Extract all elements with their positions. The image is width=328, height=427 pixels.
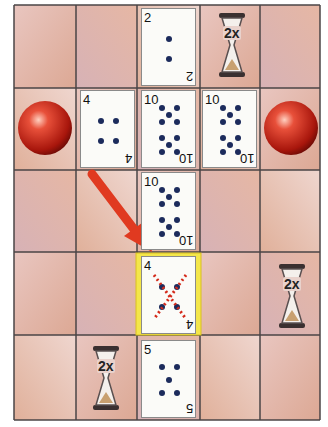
playing-card: 10 10 [141,90,196,168]
board-tile [76,88,137,170]
card-value: 4 [125,152,132,165]
multiplier-label: 2x [283,277,301,291]
hourglass-icon [279,264,305,328]
card-value: 10 [179,152,193,165]
card-value: 10 [144,93,158,106]
board-tile [200,335,260,420]
highlight [136,253,201,335]
hourglass-icon [219,13,245,77]
card-value: 4 [83,93,90,106]
board-tile [260,252,320,335]
hourglass-icon [93,346,119,410]
playing-card: 44 [80,90,135,168]
grid-line [14,4,320,6]
grid-line [14,87,320,89]
multiplier-label: 2x [97,359,115,373]
grid-line [136,5,138,420]
card-value: 5 [186,402,193,415]
board-tile [137,335,200,420]
card-value: 10 [240,152,254,165]
board-tile [200,170,260,252]
board-tile [260,88,320,170]
board-tile [260,5,320,88]
board-tile [76,170,137,252]
playing-card: 22 [141,8,196,86]
board-tile [76,252,137,335]
board-tile [260,335,320,420]
grid-line [259,5,261,420]
board-tile [137,5,200,88]
red-ball [18,101,72,155]
board-tile [14,5,76,88]
multiplier-label: 2x [223,26,241,40]
card-value: 10 [205,93,219,106]
card-value: 4 [186,318,193,331]
board-tile [260,170,320,252]
playing-card: 10 10 [141,172,196,250]
board-tile [137,88,200,170]
board-tile [137,170,200,252]
grid-line [75,5,77,420]
playing-card: 44 [141,256,196,334]
board-tile [76,335,137,420]
card-value: 10 [144,175,158,188]
playing-card: 55 [141,340,196,418]
board-tile [200,88,260,170]
grid-line [319,5,321,420]
playing-card: 10 10 [202,90,257,168]
board-tile [14,170,76,252]
board-tile [14,335,76,420]
red-ball [264,101,318,155]
grid-line [199,5,201,420]
grid-line [14,169,320,171]
board-tile [200,252,260,335]
board-tile [76,5,137,88]
card-value: 2 [144,11,151,24]
grid-line [13,5,15,420]
board-tile [137,252,200,335]
grid-line [14,419,320,421]
card-value: 5 [144,343,151,356]
card-value: 10 [179,234,193,247]
board-tile [14,252,76,335]
board-tile [200,5,260,88]
card-value: 4 [144,259,151,272]
board-tile [14,88,76,170]
card-value: 2 [186,70,193,83]
